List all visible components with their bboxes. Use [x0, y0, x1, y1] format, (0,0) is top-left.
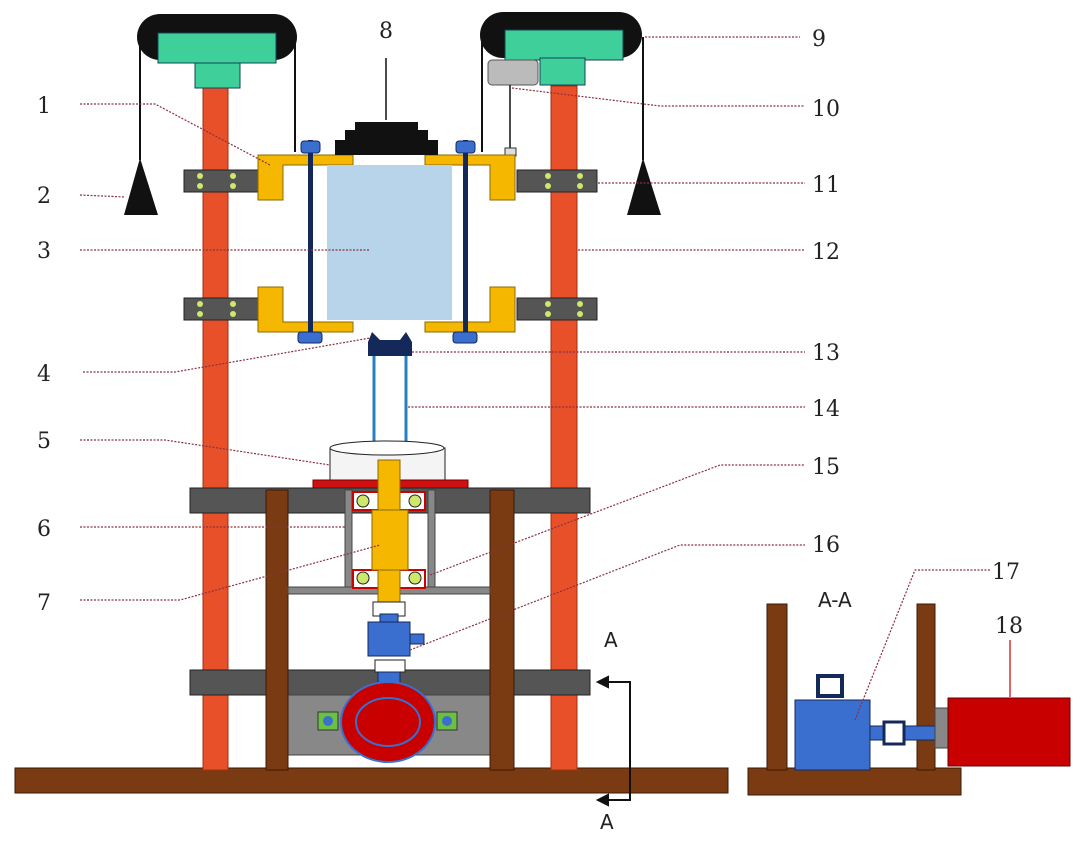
label-12: 12 — [812, 240, 840, 265]
section-arrow-label-bottom: A — [600, 810, 614, 834]
frame-post-right — [489, 489, 515, 771]
label-5: 5 — [37, 429, 51, 454]
label-16: 16 — [812, 533, 840, 558]
pole-right — [550, 85, 578, 771]
label-13: 13 — [812, 341, 840, 366]
section-base-beam — [747, 767, 962, 796]
pole-left — [202, 87, 229, 771]
bearing-balls — [197, 173, 583, 317]
motor — [317, 681, 458, 763]
top-weight — [335, 122, 438, 155]
section-title: A-A — [818, 588, 852, 612]
label-15: 15 — [812, 455, 840, 480]
label-4: 4 — [37, 362, 51, 387]
label-3: 3 — [37, 239, 51, 264]
section-motor — [947, 697, 1071, 767]
label-8: 8 — [379, 19, 393, 44]
label-10: 10 — [812, 97, 840, 122]
section-arrow — [595, 675, 631, 807]
connector — [368, 332, 412, 356]
leader-lines — [79, 36, 1011, 721]
base-beam — [14, 767, 729, 794]
sensor-box — [487, 59, 539, 86]
clamps — [257, 154, 516, 333]
label-9: 9 — [812, 27, 826, 52]
label-17: 17 — [992, 560, 1020, 585]
label-7: 7 — [37, 591, 51, 616]
counterweight-left — [124, 158, 158, 215]
label-11: 11 — [812, 173, 840, 198]
section-view — [766, 603, 1071, 771]
label-2: 2 — [37, 184, 51, 209]
ropes — [139, 37, 644, 160]
label-18: 18 — [995, 614, 1023, 639]
section-arrow-label-top: A — [604, 628, 618, 652]
label-14: 14 — [812, 397, 840, 422]
pulley-right — [480, 12, 642, 157]
tie-rods — [297, 140, 478, 344]
label-1: 1 — [37, 94, 51, 119]
coupling — [367, 601, 425, 685]
guide-brackets — [183, 169, 598, 321]
counterweight-right — [627, 158, 661, 215]
shaft — [371, 459, 409, 609]
label-6: 6 — [37, 517, 51, 542]
frame-post-left — [265, 489, 289, 771]
soil-sample — [327, 165, 452, 320]
pulley-left — [137, 14, 297, 89]
